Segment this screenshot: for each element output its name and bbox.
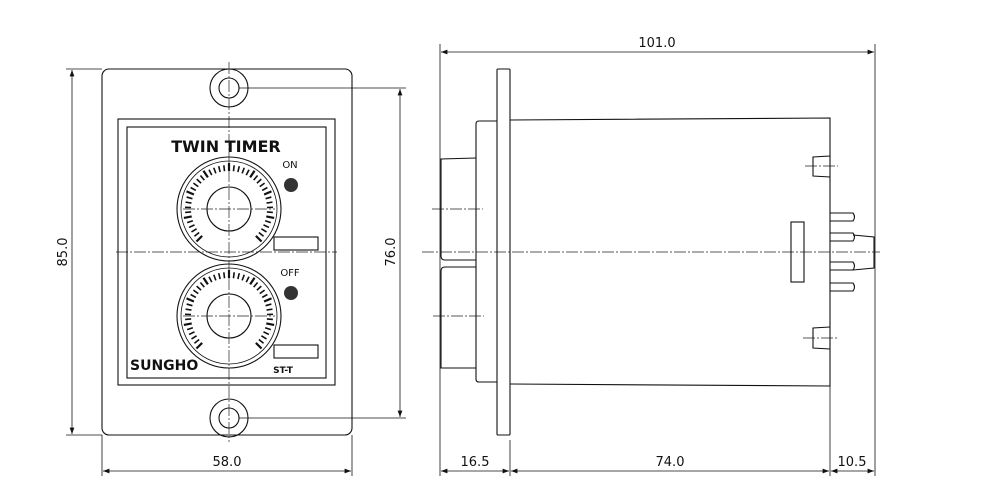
- dial-tick: [261, 293, 268, 299]
- knob-side-bottom: [440, 266, 476, 369]
- model-label: ST-T: [273, 366, 294, 376]
- dial-tick: [258, 231, 265, 237]
- side-dimensions: 101.0 16.5 74.0 10.5: [439, 36, 876, 476]
- dial-tick: [255, 342, 263, 350]
- dial-tick: [186, 190, 195, 196]
- dial-tick: [190, 186, 197, 192]
- dial-tick: [249, 170, 256, 179]
- dial-tick: [192, 182, 199, 188]
- dial-tick: [258, 338, 265, 344]
- dim-front-16-5: 16.5: [461, 455, 490, 470]
- dial-tick: [241, 167, 245, 174]
- dial-tick: [266, 215, 275, 220]
- dim-body-74: 74.0: [656, 455, 685, 470]
- dial-tick: [188, 331, 195, 336]
- dial-tick: [191, 228, 198, 233]
- dial-tick: [263, 224, 270, 229]
- dial-tick: [192, 289, 199, 295]
- dial-tick: [217, 166, 221, 173]
- dial-tick: [241, 274, 245, 281]
- dial-tick: [199, 282, 205, 288]
- dial-tick: [199, 175, 205, 181]
- dial-tick: [260, 335, 267, 340]
- dial-tick: [253, 175, 259, 181]
- dial-tick: [217, 273, 221, 280]
- dial-tick: [260, 228, 267, 233]
- dial-tick: [193, 338, 200, 344]
- brand-label: SUNGHO: [130, 358, 198, 374]
- socket-clip-top: [812, 155, 831, 178]
- dial-tick: [208, 169, 213, 176]
- dial-tick: [266, 322, 275, 327]
- dial-tick: [245, 169, 250, 176]
- dial-tick: [185, 201, 192, 204]
- dial-tick: [256, 285, 262, 291]
- dial-tick: [195, 235, 203, 243]
- dial-tick: [202, 277, 209, 286]
- dial-tick: [213, 167, 217, 174]
- dial-tick: [237, 166, 241, 173]
- off-label: OFF: [280, 268, 300, 279]
- dial-tick: [253, 282, 259, 288]
- dial-tick: [196, 285, 202, 291]
- dial-tick: [186, 326, 194, 331]
- on-label: ON: [282, 160, 297, 171]
- dial-tick: [245, 276, 250, 283]
- dial-tick: [266, 201, 273, 204]
- dial-tick: [186, 196, 193, 200]
- off-indicator-led: [284, 286, 298, 300]
- dial-tick: [232, 165, 235, 172]
- dial-tick: [191, 335, 198, 340]
- dial-tick: [213, 274, 217, 281]
- dial-tick: [186, 219, 194, 224]
- dial-tick: [249, 277, 256, 286]
- dial-tick: [190, 293, 197, 299]
- label-window-top: [273, 236, 319, 251]
- product-title: TWIN TIMER: [171, 137, 281, 156]
- side-view: [422, 68, 880, 436]
- dim-width-58: 58.0: [213, 455, 242, 470]
- dial-tick: [259, 289, 266, 295]
- dial-tick: [255, 235, 263, 243]
- front-panel: [126, 126, 327, 379]
- dial-tick: [183, 322, 192, 327]
- dim-hole-pitch-76: 76.0: [384, 238, 399, 267]
- dial-tick: [195, 342, 203, 350]
- dial-tick: [264, 219, 272, 224]
- dim-height-85: 85.0: [56, 238, 71, 267]
- dial-tick: [232, 272, 235, 279]
- dial-tick: [265, 303, 272, 307]
- on-indicator-led: [284, 178, 298, 192]
- dial-tick: [263, 190, 272, 196]
- connector-pins: [830, 212, 875, 292]
- dial-tick: [256, 178, 262, 184]
- dial-tick: [185, 308, 192, 311]
- dial-tick: [223, 272, 226, 279]
- dim-pins-10-5: 10.5: [838, 455, 867, 470]
- dial-tick: [193, 231, 200, 237]
- knob-side-top: [440, 157, 477, 261]
- dial-tick: [237, 273, 241, 280]
- dial-tick: [202, 170, 209, 179]
- dial-tick: [264, 326, 272, 331]
- dial-tick: [196, 178, 202, 184]
- dial-tick: [261, 186, 268, 192]
- dial-tick: [186, 303, 193, 307]
- dial-tick: [259, 182, 266, 188]
- dial-tick: [186, 297, 195, 303]
- dial-tick: [265, 196, 272, 200]
- front-dimensions: 85.0 76.0 58.0: [56, 68, 406, 476]
- dial-tick: [263, 331, 270, 336]
- dial-tick: [188, 224, 195, 229]
- dial-tick: [223, 165, 226, 172]
- dial-tick: [266, 308, 273, 311]
- front-bezel-side: [475, 120, 497, 383]
- dial-tick: [183, 215, 192, 220]
- dial-tick: [208, 276, 213, 283]
- dial-tick: [263, 297, 272, 303]
- dim-depth-101: 101.0: [638, 36, 675, 51]
- front-view: TWIN TIMER ON OFF SUNGHO ST-T: [101, 62, 353, 442]
- label-window-bottom: [273, 344, 319, 359]
